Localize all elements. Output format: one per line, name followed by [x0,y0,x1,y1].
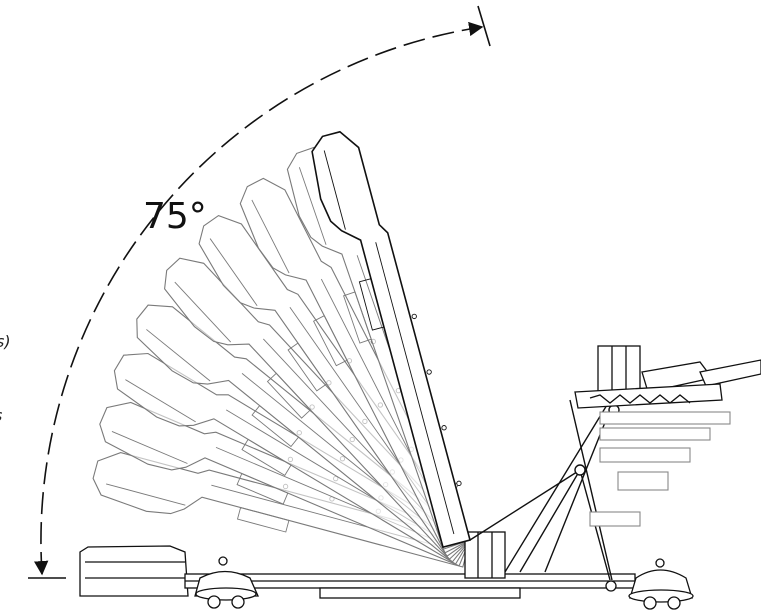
table-top-outline [113,352,471,565]
table-top-outline [136,304,471,563]
headrest-line [298,167,327,245]
accessory-bracket [241,438,292,477]
upright-position [311,130,471,549]
accessory-bracket [358,278,385,331]
table-bolt [411,313,417,320]
table-bolt [441,425,447,431]
tilt-position-75-deg [311,130,471,549]
cropped-caption-fragment-3: s [0,406,2,425]
table-top-outline [164,257,471,560]
headrest-line [106,483,186,506]
headrest-line [146,329,211,382]
table-top-outline [99,401,471,567]
table-top-outline [92,452,471,568]
accessory-bracket [266,372,312,419]
accessory-bracket [251,405,300,448]
table-rail [375,242,455,535]
lower-trays [589,411,731,527]
accessory-bracket [343,291,372,344]
table-top-outline [311,130,471,549]
arc-end-tick [477,5,491,47]
headrest-line [111,431,188,464]
tilt-positions-layer [92,146,471,568]
headrest-line [323,150,346,230]
headrest-line [209,238,258,306]
headrest-line [251,199,290,274]
accessory-bracket [287,342,328,392]
table-top-outline [198,214,471,557]
accessory-bracket [236,506,290,533]
headrest-line [174,281,232,343]
accessory-bracket [312,315,348,367]
accessory-bracket [236,473,289,505]
table-base [79,531,694,610]
cropped-caption-fragment-2: s) [0,332,11,351]
footrest-assembly [574,345,761,409]
table-bolt [426,369,432,375]
headrest-line [125,379,196,423]
table-bolt [456,480,462,486]
tilt-angle-label: 75° [143,196,207,237]
